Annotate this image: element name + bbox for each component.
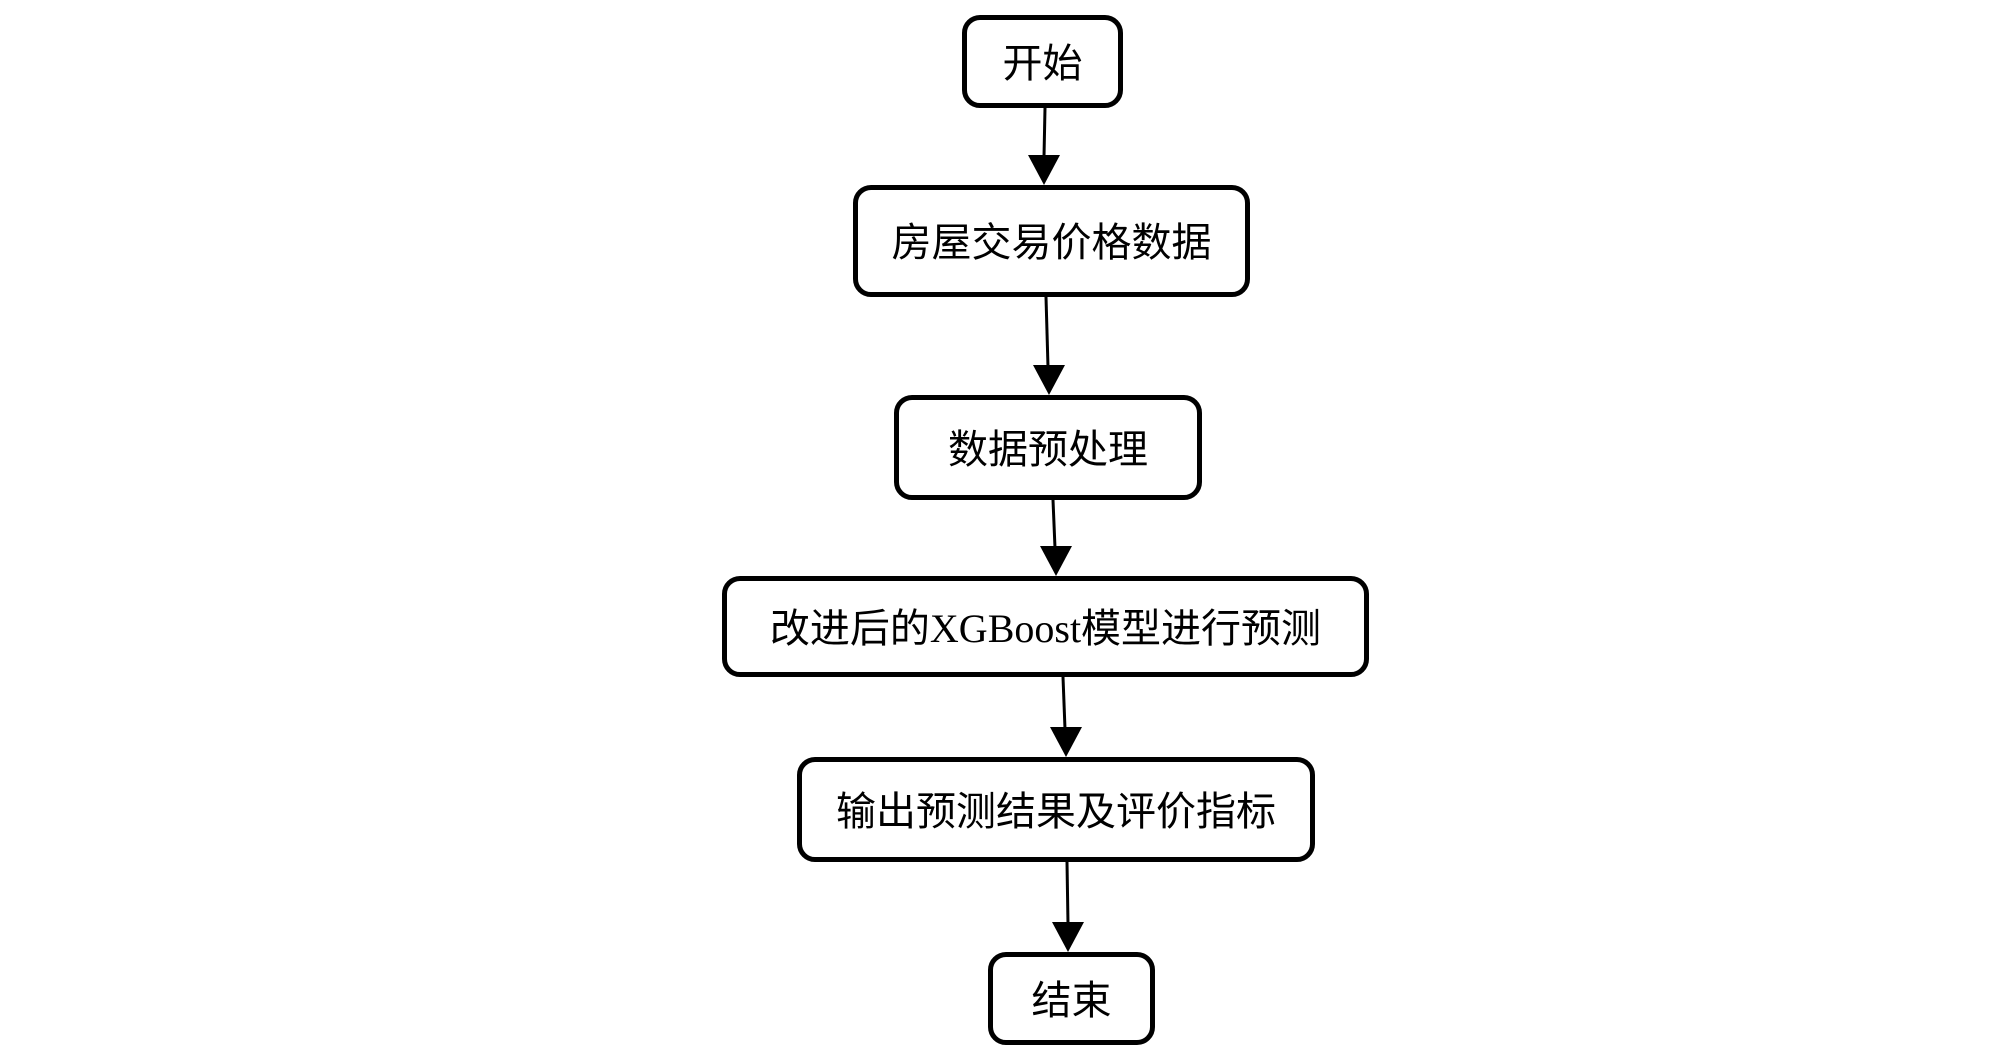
flow-node-output-results: 输出预测结果及评价指标	[797, 757, 1315, 862]
flow-arrow-preprocessing-to-model-predict	[1040, 499, 1072, 576]
flow-node-end-label: 结束	[1031, 977, 1112, 1023]
flow-node-start: 开始	[962, 15, 1123, 108]
flow-node-input-data: 房屋交易价格数据	[853, 185, 1250, 297]
flow-node-preprocessing: 数据预处理	[894, 395, 1202, 500]
flow-arrow-input-data-to-preprocessing	[1033, 296, 1065, 395]
flow-node-model-predict-label: 改进后的XGBoost模型进行预测	[769, 605, 1322, 651]
flow-node-input-data-label: 房屋交易价格数据	[891, 220, 1212, 265]
flow-arrow-start-to-input-data	[1028, 107, 1060, 185]
flow-node-model-predict: 改进后的XGBoost模型进行预测	[722, 576, 1369, 677]
flow-node-end: 结束	[988, 952, 1155, 1045]
flow-node-start-label: 开始	[1002, 40, 1083, 86]
flow-node-output-results-label: 输出预测结果及评价指标	[836, 788, 1276, 834]
flow-arrow-output-results-to-end	[1052, 861, 1084, 952]
flow-node-preprocessing-label: 数据预处理	[948, 426, 1148, 472]
flow-arrow-model-predict-to-output-results	[1050, 676, 1082, 757]
